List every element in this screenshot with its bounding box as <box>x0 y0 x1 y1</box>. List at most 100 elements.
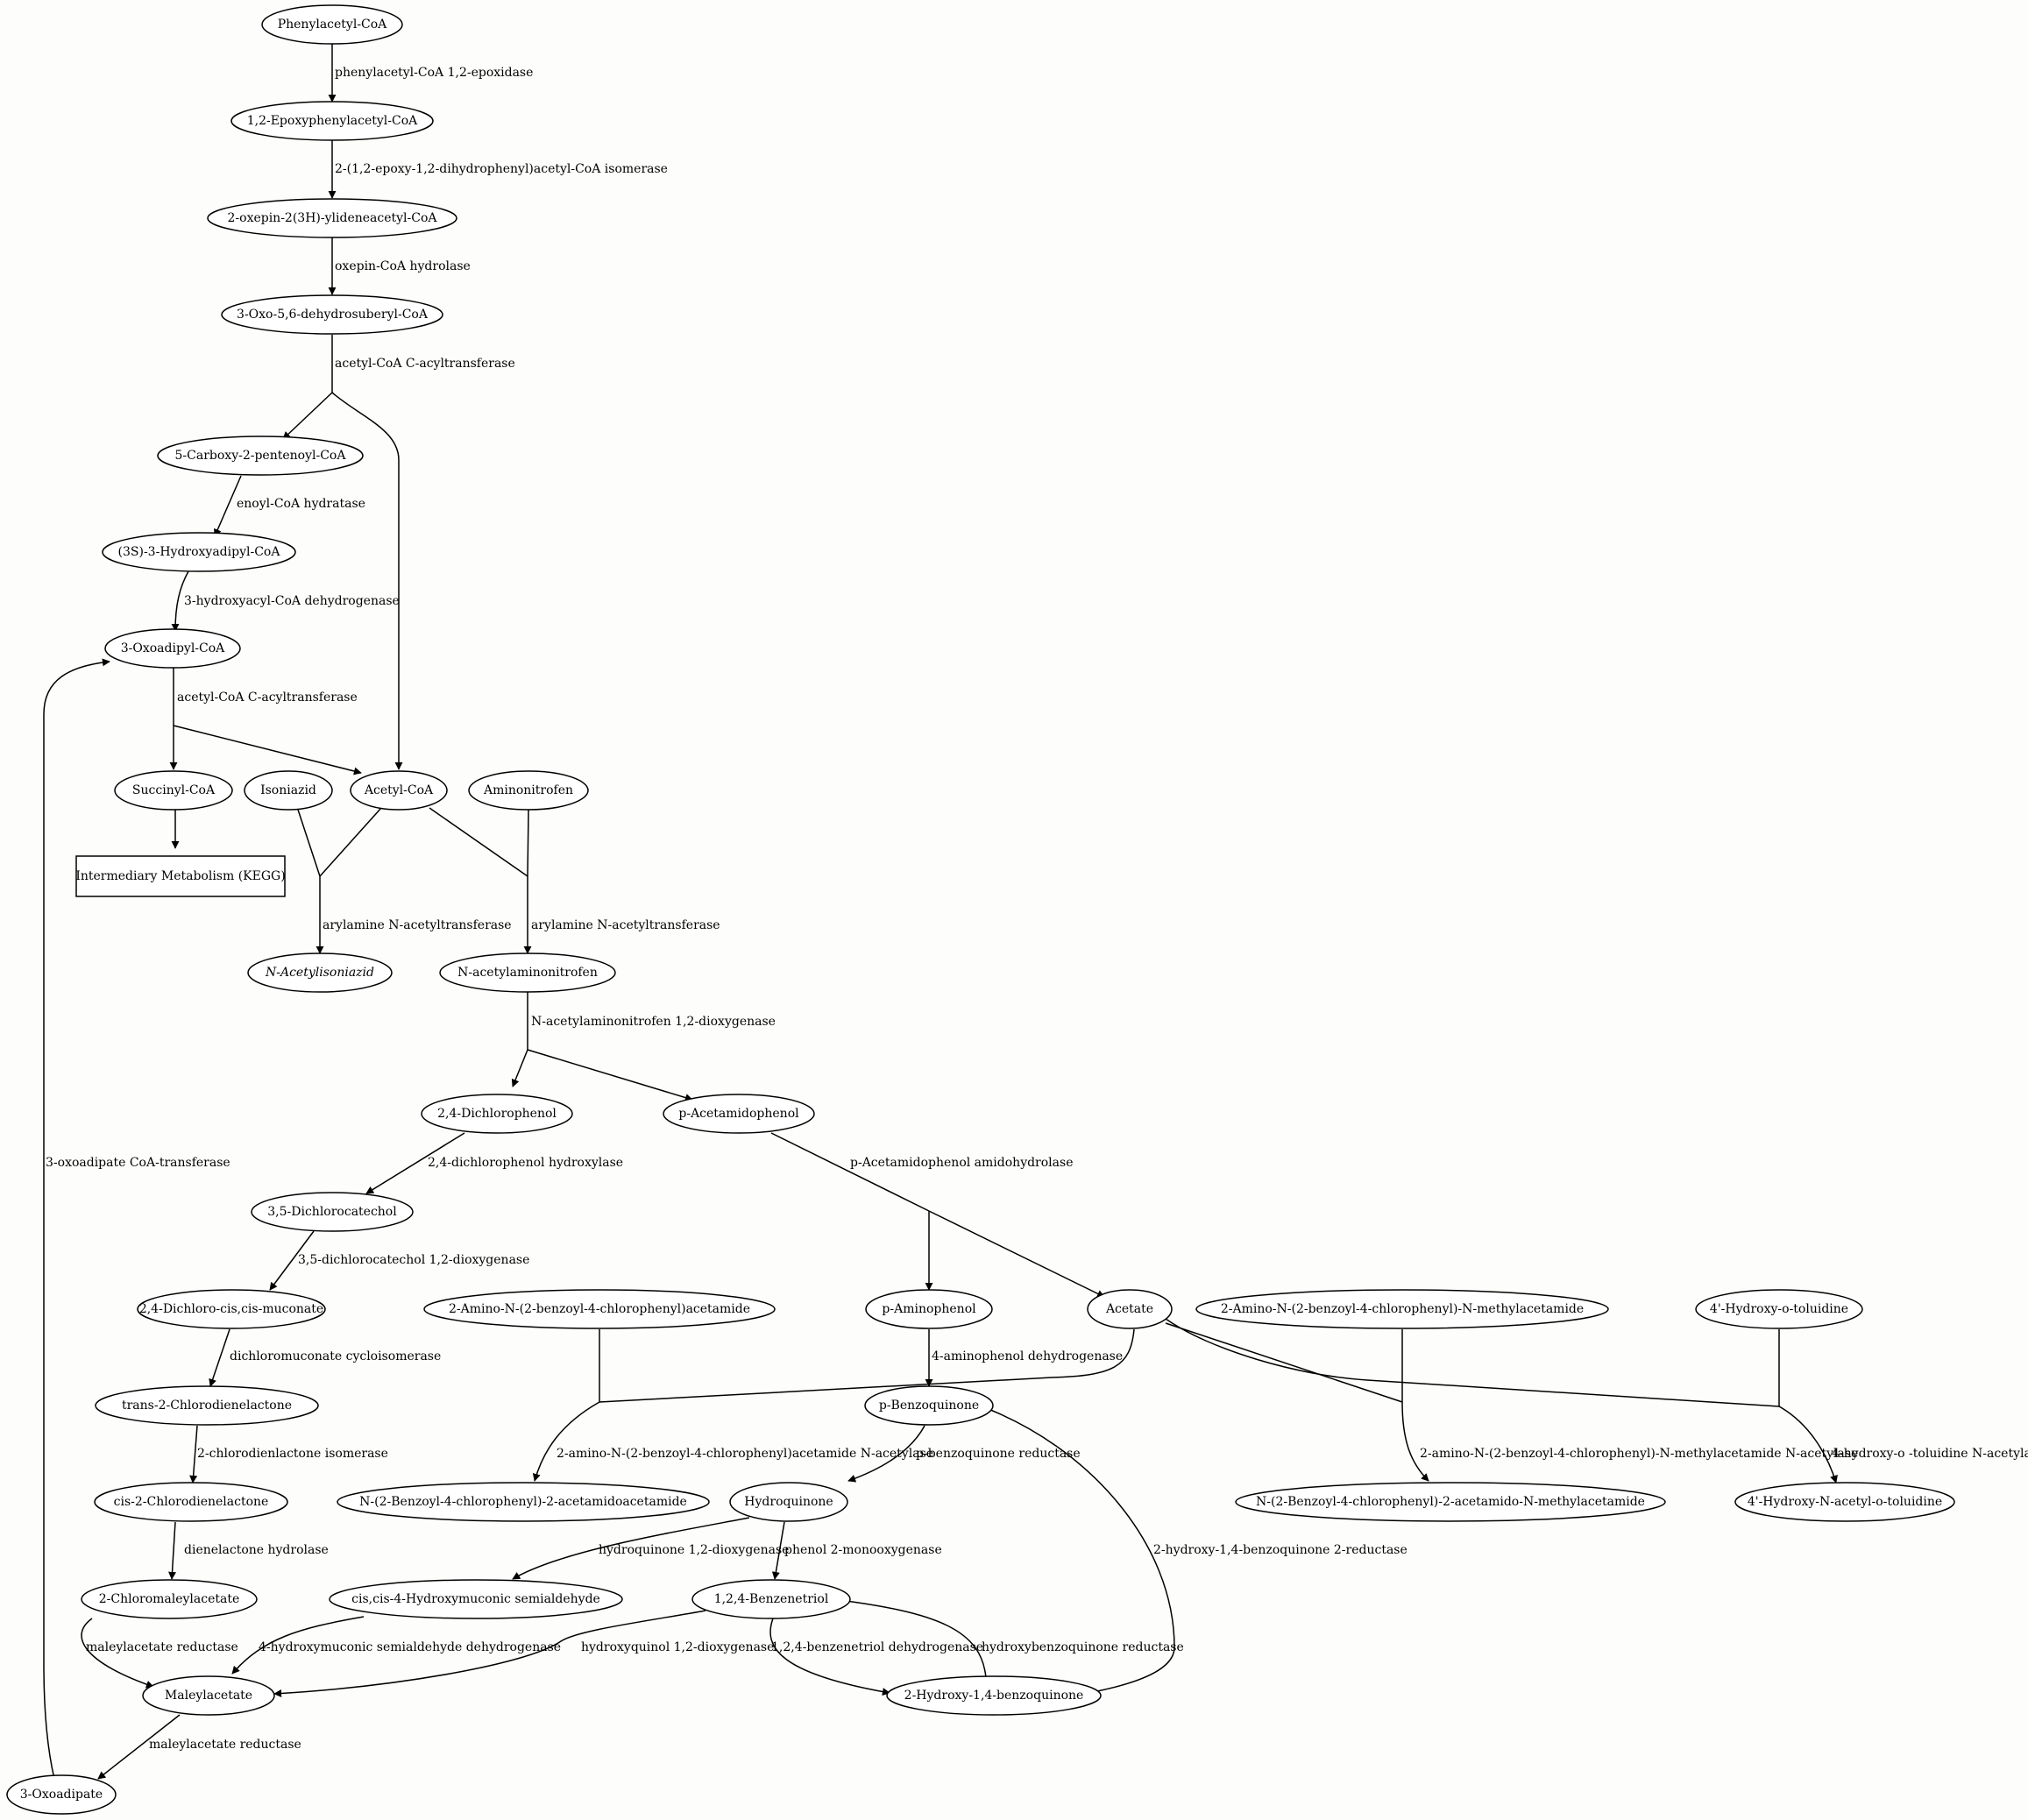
edge-label: arylamine N-acetyltransferase <box>531 918 720 932</box>
edge-label: p-Acetamidophenol amidohydrolase <box>850 1156 1073 1170</box>
svg-text:cis,cis-4-Hydroxymuconic semia: cis,cis-4-Hydroxymuconic semialdehyde <box>351 1592 600 1606</box>
edge-label: 2-(1,2-epoxy-1,2-dihydrophenyl)acetyl-Co… <box>335 162 668 176</box>
svg-text:Hydroquinone: Hydroquinone <box>744 1495 833 1509</box>
edge-hydroxyacyl-dehydrogenase <box>171 570 189 632</box>
edge-label: maleylacetate reductase <box>86 1640 238 1654</box>
edge-dioxygenase-to-acetamidophenol <box>527 1049 693 1101</box>
node-p-acetamidophenol: p-Acetamidophenol <box>663 1094 815 1134</box>
node-hydroxyadipyl-coa: (3S)-3-Hydroxyadipyl-CoA <box>102 532 296 572</box>
node-oxepin-ylideneacetyl-coa: 2-oxepin-2(3H)-ylideneacetyl-CoA <box>207 198 457 238</box>
edge-isoniazid-merge <box>297 809 321 877</box>
edge-oxoadipate-coa-transferase <box>43 658 110 1780</box>
svg-text:p-Benzoquinone: p-Benzoquinone <box>879 1399 979 1413</box>
edge-n-acetylase-1-to-product <box>532 1401 600 1482</box>
svg-text:Maleylacetate: Maleylacetate <box>165 1689 252 1703</box>
edge-labels: phenylacetyl-CoA 1,2-epoxidase 2-(1,2-ep… <box>46 66 2028 1752</box>
edge-label: 1,2,4-benzenetriol dehydrogenase <box>771 1640 983 1654</box>
node-n-acetylisoniazid: N-Acetylisoniazid <box>247 952 393 993</box>
edge-hydroxybenzoquinone-reductase <box>832 1596 987 1679</box>
node-trans-chlorodienelactone: trans-2-Chlorodienelactone <box>95 1385 319 1426</box>
node-benzoyl-chlorophenyl-acetamidoacetamide: N-(2-Benzoyl-4-chlorophenyl)-2-acetamido… <box>337 1482 710 1522</box>
svg-text:3-Oxoadipate: 3-Oxoadipate <box>20 1788 103 1802</box>
svg-text:1,2-Epoxyphenylacetyl-CoA: 1,2-Epoxyphenylacetyl-CoA <box>247 114 418 128</box>
edge-acetate-to-n-acetylase-2 <box>1165 1322 1403 1403</box>
node-intermediary-metabolism-kegg: Intermediary Metabolism (KEGG) <box>75 855 286 897</box>
svg-text:3,5-Dichlorocatechol: 3,5-Dichlorocatechol <box>267 1205 397 1219</box>
edge-acetylcoa-to-nat2 <box>429 807 528 877</box>
svg-text:p-Aminophenol: p-Aminophenol <box>882 1302 976 1316</box>
svg-text:2,4-Dichloro-cis,cis-muconate: 2,4-Dichloro-cis,cis-muconate <box>139 1302 323 1316</box>
edge-dioxygenase-to-dichlorophenol <box>511 1049 528 1087</box>
edge-amidohydrolase-to-acetate <box>928 1210 1105 1298</box>
node-n-acetylaminonitrofen: N-acetylaminonitrofen <box>439 952 616 993</box>
svg-text:5-Carboxy-2-pentenoyl-CoA: 5-Carboxy-2-pentenoyl-CoA <box>175 449 347 463</box>
edge-hydroxybenzoquinone-2-reductase <box>981 1405 1175 1692</box>
edge-amidohydrolase-stem <box>770 1132 930 1212</box>
edge-dichlorophenol-hydroxylase <box>365 1132 465 1194</box>
edge-label: hydroquinone 1,2-dioxygenase <box>599 1543 789 1557</box>
node-amino-benzoyl-chlorophenyl-acetamide: 2-Amino-N-(2-benzoyl-4-chlorophenyl)acet… <box>423 1289 776 1329</box>
edge-label: 4-hydroxy-o -toluidine N-acetylase <box>1832 1447 2028 1461</box>
svg-text:2-oxepin-2(3H)-ylideneacetyl-C: 2-oxepin-2(3H)-ylideneacetyl-CoA <box>228 211 438 225</box>
edge-acyltransferase-1-to-carboxy <box>282 392 333 440</box>
svg-text:Intermediary Metabolism (KEGG): Intermediary Metabolism (KEGG) <box>75 869 285 883</box>
edge-acetate-to-n-acetylase-3 <box>1165 1318 1780 1407</box>
svg-text:2-Amino-N-(2-benzoyl-4-chlorop: 2-Amino-N-(2-benzoyl-4-chlorophenyl)acet… <box>449 1302 750 1316</box>
edge-label: 2-amino-N-(2-benzoyl-4-chlorophenyl)acet… <box>557 1447 933 1461</box>
node-dichlorophenol: 2,4-Dichlorophenol <box>421 1094 573 1134</box>
edge-n-acetylase-2-to-product <box>1401 1401 1429 1482</box>
svg-text:Acetate: Acetate <box>1105 1302 1153 1316</box>
edge-label: maleylacetate reductase <box>149 1738 301 1752</box>
node-hydroxy-n-acetyl-o-toluidine: 4'-Hydroxy-N-acetyl-o-toluidine <box>1734 1482 1955 1522</box>
edge-label: p-benzoquinone reductase <box>916 1447 1081 1461</box>
edges <box>43 42 1838 1780</box>
edge-phenol-monooxygenase <box>771 1521 785 1580</box>
nodes: Phenylacetyl-CoA 1,2-Epoxyphenylacetyl-C… <box>6 4 1955 1815</box>
node-benzenetriol: 1,2,4-Benzenetriol <box>691 1579 851 1619</box>
edge-hydroquinone-dioxygenase <box>512 1517 750 1580</box>
edge-semialdehyde-dehydrogenase <box>231 1616 365 1675</box>
edge-label: acetyl-CoA C-acyltransferase <box>177 690 358 705</box>
node-amino-benzoyl-chlorophenyl-methylacetamide: 2-Amino-N-(2-benzoyl-4-chlorophenyl)-N-m… <box>1195 1289 1609 1329</box>
node-oxo-dehydrosuberyl-coa: 3-Oxo-5,6-dehydrosuberyl-CoA <box>221 294 443 335</box>
edge-chlorodienlactone-isomerase <box>189 1425 198 1484</box>
edge-label: 2-amino-N-(2-benzoyl-4-chlorophenyl)-N-m… <box>1420 1447 1858 1461</box>
svg-text:3-Oxo-5,6-dehydrosuberyl-CoA: 3-Oxo-5,6-dehydrosuberyl-CoA <box>237 308 429 322</box>
node-hydroquinone: Hydroquinone <box>729 1482 848 1522</box>
node-p-aminophenol: p-Aminophenol <box>865 1289 993 1329</box>
node-dichloro-cis-cis-muconate: 2,4-Dichloro-cis,cis-muconate <box>137 1289 326 1329</box>
edge-acyltransferase-2-to-acetylcoa <box>173 725 362 775</box>
node-benzoyl-chlorophenyl-acetamido-methylacetamide: N-(2-Benzoyl-4-chlorophenyl)-2-acetamido… <box>1235 1482 1666 1522</box>
node-hydroxymuconic-semialdehyde: cis,cis-4-Hydroxymuconic semialdehyde <box>329 1579 623 1619</box>
node-phenylacetyl-coa: Phenylacetyl-CoA <box>261 4 403 45</box>
svg-text:4'-Hydroxy-o-toluidine: 4'-Hydroxy-o-toluidine <box>1710 1302 1848 1316</box>
edge-benzoquinone-reductase <box>847 1425 925 1483</box>
edge-label: oxepin-CoA hydrolase <box>335 259 471 273</box>
svg-text:2-Chloromaleylacetate: 2-Chloromaleylacetate <box>99 1592 240 1606</box>
edge-label: 2,4-dichlorophenol hydroxylase <box>428 1156 623 1170</box>
edge-dichlorocatechol-dioxygenase <box>269 1230 315 1291</box>
edge-acyltransferase-1-to-acetylcoa <box>331 392 403 770</box>
node-acetate: Acetate <box>1087 1289 1173 1329</box>
edge-hydroxyquinol-dioxygenase <box>273 1610 706 1698</box>
edge-label: phenol 2-monooxygenase <box>784 1543 942 1557</box>
edge-enoyl-hydratase <box>214 475 242 537</box>
svg-text:2,4-Dichlorophenol: 2,4-Dichlorophenol <box>437 1107 557 1121</box>
svg-text:p-Acetamidophenol: p-Acetamidophenol <box>678 1107 799 1121</box>
svg-text:2-Amino-N-(2-benzoyl-4-chlorop: 2-Amino-N-(2-benzoyl-4-chlorophenyl)-N-m… <box>1221 1302 1584 1316</box>
edge-label: dichloromuconate cycloisomerase <box>230 1349 441 1363</box>
node-hydroxy-benzoquinone: 2-Hydroxy-1,4-benzoquinone <box>886 1675 1102 1716</box>
edge-label: 4-hydroxymuconic semialdehyde dehydrogen… <box>259 1640 561 1654</box>
edge-label: phenylacetyl-CoA 1,2-epoxidase <box>335 66 533 80</box>
node-carboxy-pentenoyl-coa: 5-Carboxy-2-pentenoyl-CoA <box>157 436 364 476</box>
svg-text:Aminonitrofen: Aminonitrofen <box>483 783 573 797</box>
edge-label: arylamine N-acetyltransferase <box>323 918 512 932</box>
edge-benzenetriol-dehydrogenase <box>769 1618 890 1696</box>
svg-text:4'-Hydroxy-N-acetyl-o-toluidin: 4'-Hydroxy-N-acetyl-o-toluidine <box>1748 1495 1942 1509</box>
edge-label: dienelactone hydrolase <box>184 1543 329 1557</box>
svg-text:1,2,4-Benzenetriol: 1,2,4-Benzenetriol <box>714 1592 829 1606</box>
node-succinyl-coa: Succinyl-CoA <box>114 770 233 811</box>
edge-label: enoyl-CoA hydratase <box>237 497 365 511</box>
node-chloromaleylacetate: 2-Chloromaleylacetate <box>81 1579 258 1619</box>
